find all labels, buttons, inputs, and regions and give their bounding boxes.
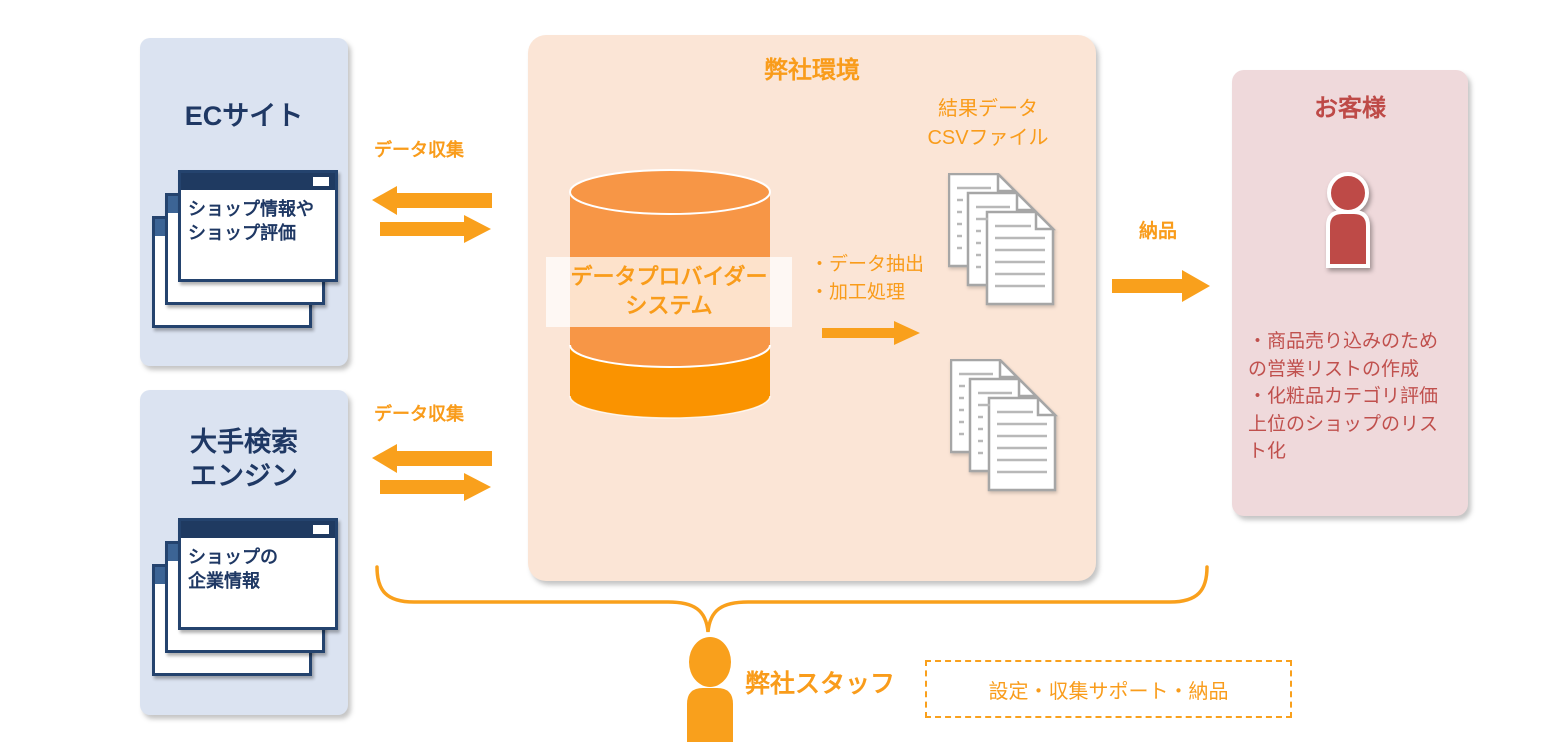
result-csv-label: 結果データ CSVファイル [927,98,1049,149]
customer-description: ・商品売り込みのための営業リストの作成 ・化粧品カテゴリ評価上位のショップのリス… [1248,331,1439,463]
window-titlebar [181,521,335,538]
window-titlebar [181,173,335,190]
company-env-title: 弊社環境 [764,57,860,84]
ec-browser-stack-icon: ショップ情報や ショップ評価 [152,170,342,335]
bidirectional-arrows-icon [372,186,492,243]
search-engine-title: 大手検索 エンジン [190,427,298,491]
ec-site-panel: ECサイト ショップ情報や ショップ評価 [140,38,348,366]
database-label: データプロバイダー システム [546,257,792,327]
delivery-label: 納品 [1138,221,1177,242]
right-arrow-icon [1112,270,1210,302]
document-stack-icon [950,359,1059,492]
curly-brace-icon [375,565,1209,633]
staff-support-box: 設定・収集サポート・納品 [925,660,1292,718]
search-browser-stack-icon: ショップの 企業情報 [152,518,342,683]
staff-label: 弊社スタッフ [745,670,896,698]
company-env-panel: 弊社環境 結果データ CSVファイル データプロバイダー システム ・データ抽出… [528,35,1096,581]
customer-person-icon [1326,172,1370,268]
ec-site-title: ECサイト [184,101,304,131]
process-steps-text: ・データ抽出 ・加工処理 [810,254,925,303]
data-collect-label-top: データ収集 [374,140,464,160]
customer-panel: お客様 ・商品売り込みのための営業リストの作成 ・化粧品カテゴリ評価上位のショッ… [1232,70,1468,516]
staff-support-text: 設定・収集サポート・納品 [988,680,1229,703]
data-collect-label-bottom: データ収集 [374,404,464,424]
customer-title: お客様 [1314,95,1386,122]
browser-window-icon: ショップの 企業情報 [178,518,338,630]
search-engine-panel: 大手検索 エンジン ショップの 企業情報 [140,390,348,715]
right-arrow-icon [822,321,920,345]
staff-person-icon [687,637,733,742]
document-stack-icon [948,173,1057,306]
browser-window-icon: ショップ情報や ショップ評価 [178,170,338,282]
minimize-box-icon [313,177,329,186]
bidirectional-arrows-icon [372,444,492,501]
ec-window-text: ショップ情報や ショップ評価 [188,199,314,244]
search-window-text: ショップの 企業情報 [188,547,278,592]
minimize-box-icon [313,525,329,534]
